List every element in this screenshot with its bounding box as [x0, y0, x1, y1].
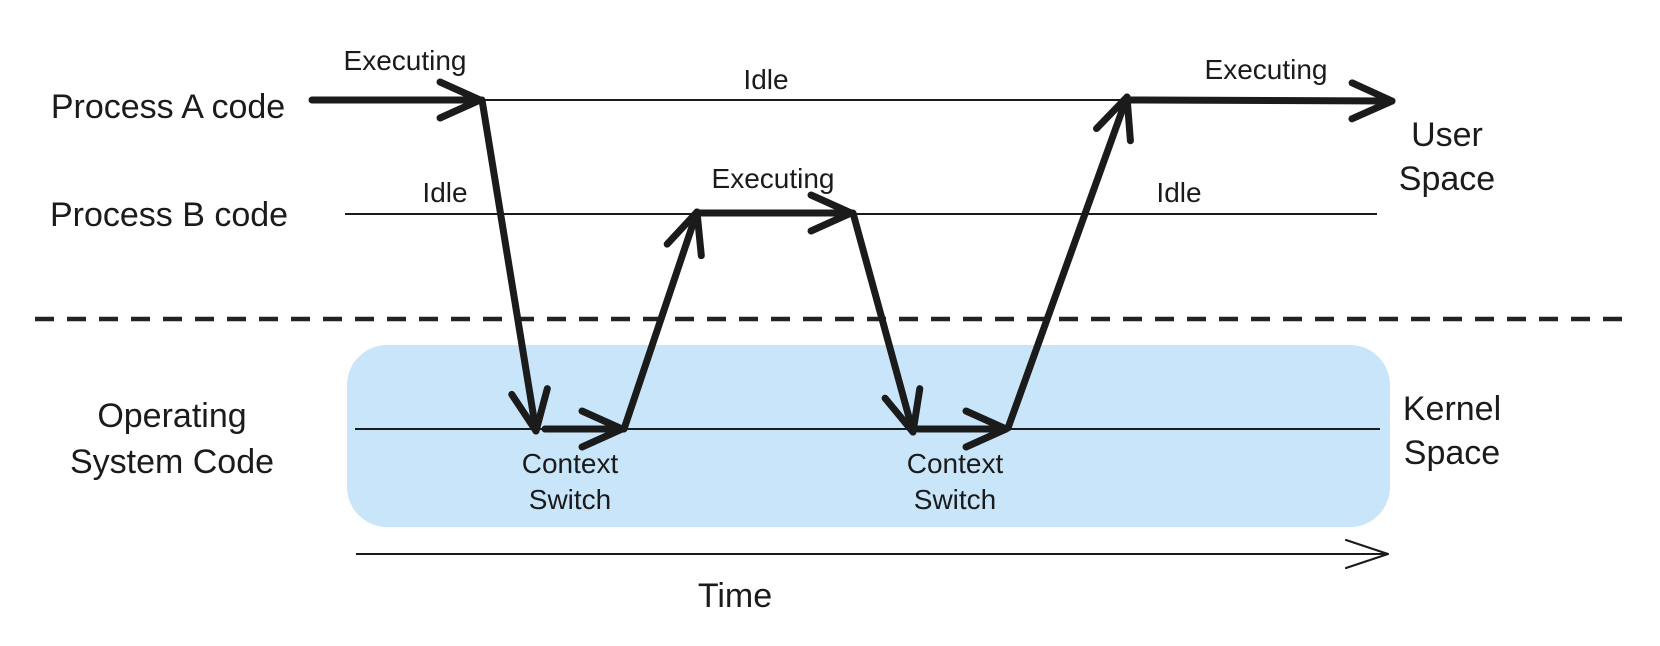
- executing-label-a1: Executing: [344, 45, 467, 76]
- idle-label-b2: Idle: [1156, 177, 1201, 208]
- process-b-label: Process B code: [50, 196, 288, 234]
- process-a-label: Process A code: [51, 88, 285, 126]
- os-code-label-line2: System Code: [70, 443, 274, 481]
- kernel-space-label-line1: Kernel: [1403, 390, 1501, 428]
- switch-up-to-process-b-arrow: [620, 208, 705, 433]
- executing-label-a2: Executing: [1205, 54, 1328, 85]
- idle-label-a: Idle: [743, 64, 788, 95]
- kernel-space-label-line2: Space: [1404, 434, 1500, 472]
- context-switch-down-arrow-2: [849, 209, 924, 436]
- context-switch-label-1-line2: Switch: [529, 484, 611, 515]
- time-axis-label: Time: [698, 577, 772, 615]
- kernel-space-box: [347, 345, 1390, 527]
- idle-label-b1: Idle: [422, 177, 467, 208]
- os-code-label-line1: Operating: [97, 397, 246, 435]
- context-switch-down-arrow-1: [478, 96, 551, 435]
- executing-label-b: Executing: [712, 163, 835, 194]
- context-switch-label-2-line1: Context: [907, 448, 1004, 479]
- context-switch-label-2-line2: Switch: [914, 484, 996, 515]
- user-space-label-line1: User: [1411, 116, 1483, 154]
- switch-up-to-process-a-arrow: [1004, 93, 1134, 432]
- user-space-label-line2: Space: [1399, 160, 1495, 198]
- process-a-executing-arrow-2: [1127, 79, 1396, 123]
- context-switch-label-1-line1: Context: [522, 448, 619, 479]
